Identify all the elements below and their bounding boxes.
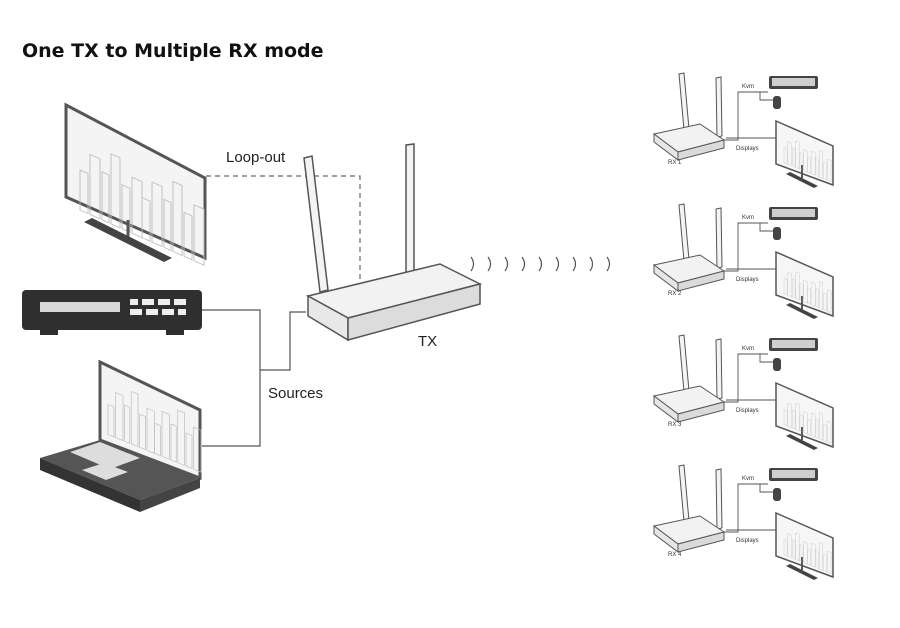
rx-antenna: [715, 207, 723, 269]
tx-label: TX: [418, 333, 437, 350]
source-connection-lines: [202, 309, 306, 447]
rx-name-label: RX 2: [668, 291, 682, 297]
keyboard-keys: [772, 340, 815, 348]
rx-kvm-label: Kvm: [742, 346, 754, 352]
sources-label: Sources: [268, 385, 323, 402]
rx-displays-label: Displays: [736, 146, 759, 152]
rx-kvm-line: [724, 222, 768, 272]
keyboard-keys: [772, 78, 815, 86]
laptop: [40, 359, 202, 512]
rx-display-monitor: [775, 381, 834, 449]
mouse-icon: [773, 96, 781, 109]
mouse-icon: [773, 227, 781, 240]
tx-transmitter: [303, 143, 483, 342]
keyboard-keys: [772, 470, 815, 478]
rx-box-front: [677, 270, 725, 292]
rx-displays-label: Displays: [736, 277, 759, 283]
diagram-title: One TX to Multiple RX mode: [22, 40, 324, 62]
rx-display-base: [786, 172, 818, 188]
rx-kvm-line: [724, 483, 768, 533]
mouse-icon: [773, 358, 781, 371]
rx-antenna: [715, 468, 723, 530]
rx-display-monitor: [775, 511, 834, 579]
keyboard-keys: [772, 209, 815, 217]
loop-out-monitor: [64, 102, 207, 266]
loop-out-label: Loop-out: [226, 149, 286, 166]
rx-display-base: [786, 303, 818, 319]
mouse-icon: [773, 488, 781, 501]
rx-display-base: [786, 434, 818, 450]
rx-antenna: [715, 338, 723, 400]
rx-mouse-line: [738, 91, 774, 101]
rx-name-label: RX 4: [668, 552, 682, 558]
rx-display-monitor: [775, 250, 834, 318]
rx-mouse-line: [738, 483, 774, 493]
rx-name-label: RX 3: [668, 422, 682, 428]
rx-kvm-label: Kvm: [742, 476, 754, 482]
wireless-signal-icon: [470, 256, 611, 272]
rx-box-front: [677, 139, 725, 161]
rx-mouse-line: [738, 353, 774, 363]
rx-displays-label: Displays: [736, 538, 759, 544]
rx-kvm-label: Kvm: [742, 215, 754, 221]
rx-box-front: [677, 401, 725, 423]
rx-name-label: RX 1: [668, 160, 682, 166]
loop-out-line: [206, 175, 361, 290]
rx-display-base: [786, 564, 818, 580]
rx-antenna: [715, 76, 723, 138]
rx-kvm-line: [724, 353, 768, 403]
rx-box-front: [677, 531, 725, 553]
rx-displays-label: Displays: [736, 408, 759, 414]
rx-kvm-label: Kvm: [742, 84, 754, 90]
set-top-box: [22, 290, 202, 335]
rx-mouse-line: [738, 222, 774, 232]
rx-kvm-line: [724, 91, 768, 141]
rx-display-monitor: [775, 119, 834, 187]
